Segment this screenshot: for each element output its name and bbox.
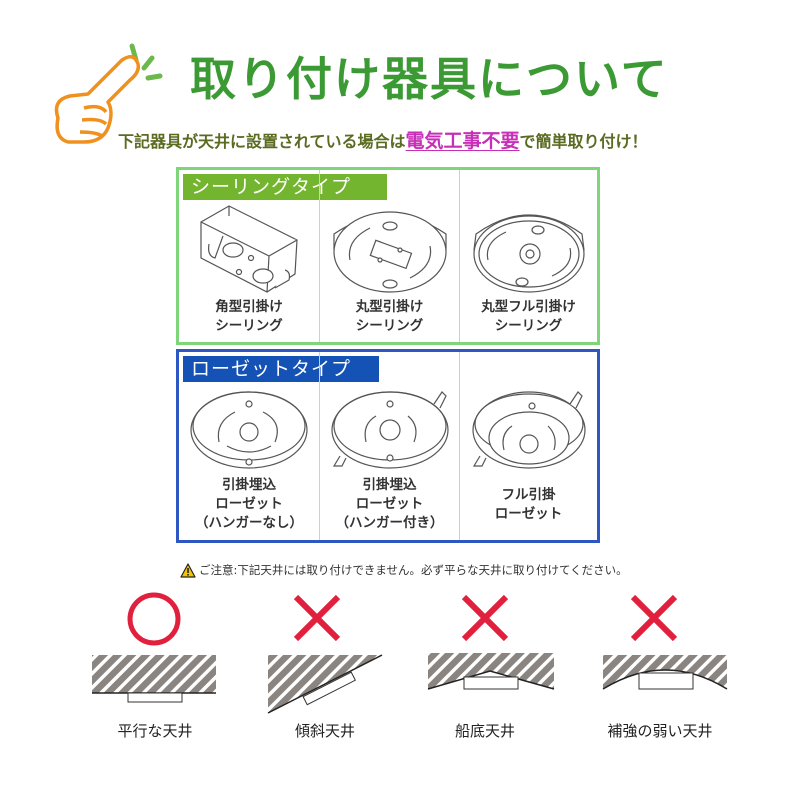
embedded-rosette-hanger-icon (320, 386, 459, 474)
rosette-item-label: 引掛埋込 ローゼット （ハンガーなし） (195, 477, 303, 531)
ng-cross-icon (293, 594, 341, 642)
boat-bottom-ceiling-diagram (427, 653, 555, 690)
warning-triangle-icon (180, 563, 196, 578)
rosette-item: 引掛埋込 ローゼット （ハンガーなし） (179, 352, 319, 540)
ceiling-item: 丸型フル引掛け シーリング (459, 170, 597, 342)
ceiling-item-label: 丸型引掛け シーリング (355, 299, 424, 334)
ceiling-example-weak: 補強の弱い天井 (575, 585, 745, 765)
rosette-item: フル引掛 ローゼット (459, 352, 597, 540)
rosette-item-label: 引掛埋込 ローゼット （ハンガー付き） (335, 477, 444, 531)
round-ceiling-fixture-icon (320, 204, 459, 299)
ng-cross-icon (630, 594, 678, 642)
embedded-rosette-icon (179, 386, 319, 474)
ceiling-example-caption: 平行な天井 (117, 722, 193, 740)
ceiling-example-caption: 船底天井 (454, 722, 515, 740)
ceiling-example-caption: 傾斜天井 (294, 722, 355, 740)
ceiling-example-sloped: 傾斜天井 (240, 585, 410, 765)
rosette-type-panel: ローゼットタイプ 引掛埋込 ローゼット （ハンガーなし） (176, 349, 600, 543)
round-full-ceiling-fixture-icon (460, 204, 597, 299)
warning-notice: ご注意:下記天井には取り付けできません。必ず平らな天井に取り付けてください。 (180, 560, 660, 580)
subtitle: 下記器具が天井に設置されている場合は電気工事不要で簡単取り付け！ (118, 126, 738, 156)
ceiling-example-boat-bottom: 船底天井 (400, 585, 570, 765)
ng-cross-icon (461, 594, 509, 642)
subtitle-before: 下記器具が天井に設置されている場合は (118, 132, 406, 151)
subtitle-after: で簡単取り付け！ (519, 132, 648, 151)
rosette-type-label: ローゼットタイプ (183, 356, 379, 382)
subtitle-highlight: 電気工事不要 (405, 130, 520, 152)
warning-text: ご注意:下記天井には取り付けできません。必ず平らな天井に取り付けてください。 (199, 563, 628, 577)
ceiling-item: 角型引掛け シーリング (179, 170, 319, 342)
pointing-hand-icon (44, 38, 164, 153)
ceiling-example-caption: 補強の弱い天井 (607, 722, 713, 740)
ceiling-item: 丸型引掛け シーリング (319, 170, 459, 342)
rosette-item: 引掛埋込 ローゼット （ハンガー付き） (319, 352, 459, 540)
ceiling-type-label: シーリングタイプ (183, 174, 387, 200)
ceiling-item-label: 角型引掛け シーリング (215, 299, 283, 334)
square-ceiling-fixture-icon (179, 202, 319, 297)
weak-ceiling-diagram (602, 655, 728, 690)
rosette-item-label: フル引掛 ローゼット (494, 487, 563, 522)
page-title: 取り付け器具について (190, 52, 669, 106)
ceiling-type-panel: シーリングタイプ 角型引掛け シーリング (176, 167, 600, 345)
flat-ceiling-diagram (92, 655, 216, 703)
ok-circle-icon (127, 592, 181, 646)
sloped-ceiling-diagram (267, 654, 383, 714)
ceiling-item-label: 丸型フル引掛け シーリング (481, 299, 576, 334)
full-rosette-icon (460, 386, 597, 474)
ceiling-example-flat: 平行な天井 (70, 585, 240, 765)
